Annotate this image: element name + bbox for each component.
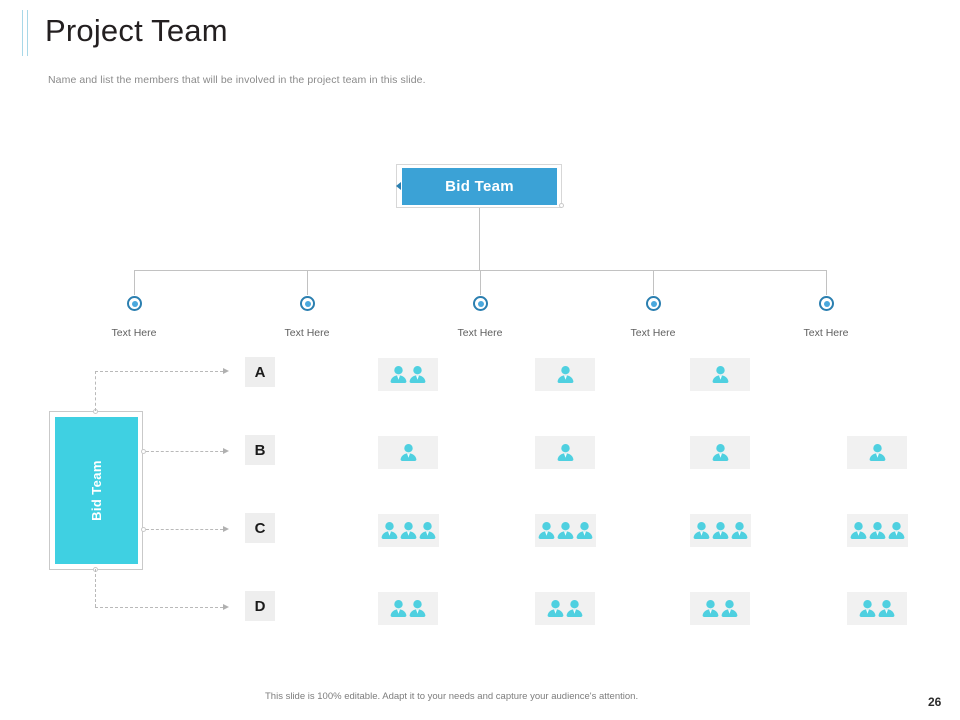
tree-node-1[interactable] [127, 296, 142, 311]
team-cell-a-1[interactable] [378, 358, 438, 391]
connector-d-arrowhead [223, 604, 229, 610]
connector-b-horizontal [146, 451, 223, 452]
tree-node-label-5: Text Here [803, 327, 849, 339]
row-letter-chip-b: B [245, 435, 275, 465]
person-icon [888, 521, 905, 541]
connector-a-vertical [95, 371, 96, 411]
person-icon [400, 443, 417, 463]
tree-node-dot-5 [823, 300, 830, 307]
team-cell-d-4[interactable] [847, 592, 907, 625]
team-cell-a-3[interactable] [690, 358, 750, 391]
person-icon [557, 365, 574, 385]
connector-b-arrowhead [223, 448, 229, 454]
person-icon [869, 443, 886, 463]
team-cell-c-3[interactable] [690, 514, 751, 547]
top-node-arrow-icon [396, 182, 401, 190]
top-node-box[interactable]: Bid Team [402, 168, 557, 205]
connector-c-horizontal [146, 529, 223, 530]
team-cell-d-2[interactable] [535, 592, 595, 625]
person-icon [712, 365, 729, 385]
tree-branch-line-3 [480, 270, 481, 295]
tree-node-dot-4 [650, 300, 657, 307]
person-icon [721, 599, 738, 619]
connector-a-arrowhead [223, 368, 229, 374]
tree-node-label-3: Text Here [457, 327, 503, 339]
person-icon [409, 599, 426, 619]
team-cell-b-1[interactable] [378, 436, 438, 469]
tree-branch-line-5 [826, 270, 827, 295]
connector-a-horizontal [95, 371, 223, 372]
person-icon [409, 365, 426, 385]
person-icon [538, 521, 555, 541]
team-cell-c-2[interactable] [535, 514, 596, 547]
tree-node-label-1: Text Here [111, 327, 157, 339]
accent-line-1 [22, 10, 23, 56]
tree-node-2[interactable] [300, 296, 315, 311]
person-icon [859, 599, 876, 619]
accent-line-2 [27, 10, 28, 56]
row-letter-chip-c: C [245, 513, 275, 543]
tree-trunk-vertical [479, 208, 480, 270]
team-cell-d-3[interactable] [690, 592, 750, 625]
person-icon [702, 599, 719, 619]
row-letter-chip-a: A [245, 357, 275, 387]
person-icon [400, 521, 417, 541]
person-icon [557, 521, 574, 541]
person-icon [390, 365, 407, 385]
connector-c-arrowhead [223, 526, 229, 532]
left-node-box[interactable]: Bid Team [55, 417, 138, 564]
footer-note: This slide is 100% editable. Adapt it to… [265, 691, 639, 702]
top-node-handle-br[interactable] [559, 203, 564, 208]
tree-node-dot-2 [304, 300, 311, 307]
person-icon [381, 521, 398, 541]
team-cell-b-3[interactable] [690, 436, 750, 469]
tree-node-5[interactable] [819, 296, 834, 311]
tree-node-dot-3 [477, 300, 484, 307]
page-subtitle: Name and list the members that will be i… [48, 74, 426, 86]
person-icon [712, 443, 729, 463]
connector-d-horizontal [95, 607, 223, 608]
person-icon [869, 521, 886, 541]
connector-d-vertical [95, 569, 96, 607]
tree-branch-line-1 [134, 270, 135, 295]
title-accent-bar [22, 10, 30, 56]
team-cell-b-2[interactable] [535, 436, 595, 469]
tree-node-label-2: Text Here [284, 327, 330, 339]
tree-node-3[interactable] [473, 296, 488, 311]
team-cell-d-1[interactable] [378, 592, 438, 625]
person-icon [557, 443, 574, 463]
left-node-handle-right-1[interactable] [141, 449, 146, 454]
person-icon [390, 599, 407, 619]
person-icon [693, 521, 710, 541]
tree-branch-line-4 [653, 270, 654, 295]
tree-node-label-4: Text Here [630, 327, 676, 339]
top-node-label: Bid Team [445, 178, 514, 195]
page-title: Project Team [45, 13, 228, 48]
row-letter-chip-d: D [245, 591, 275, 621]
tree-branch-line-2 [307, 270, 308, 295]
tree-node-dot-1 [131, 300, 138, 307]
person-icon [566, 599, 583, 619]
person-icon [850, 521, 867, 541]
person-icon [419, 521, 436, 541]
left-node-handle-right-2[interactable] [141, 527, 146, 532]
team-cell-c-4[interactable] [847, 514, 908, 547]
person-icon [547, 599, 564, 619]
page-number: 26 [928, 695, 942, 709]
team-cell-c-1[interactable] [378, 514, 439, 547]
person-icon [576, 521, 593, 541]
left-node-label: Bid Team [89, 460, 104, 521]
team-cell-b-4[interactable] [847, 436, 907, 469]
tree-node-4[interactable] [646, 296, 661, 311]
person-icon [878, 599, 895, 619]
team-cell-a-2[interactable] [535, 358, 595, 391]
person-icon [712, 521, 729, 541]
person-icon [731, 521, 748, 541]
